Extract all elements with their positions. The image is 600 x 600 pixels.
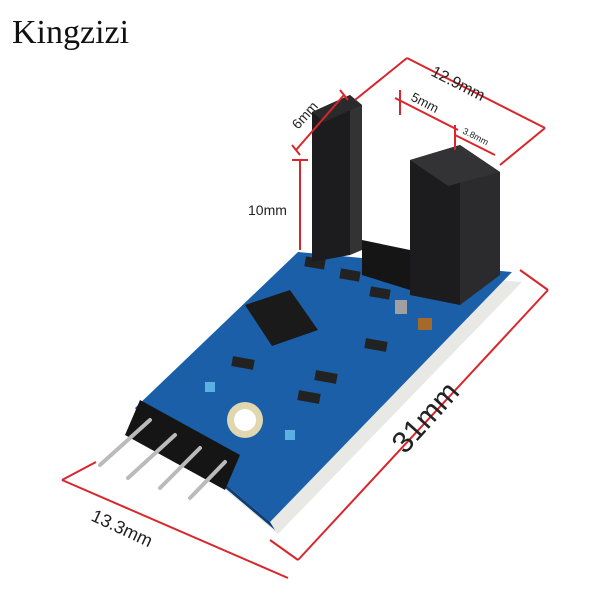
smd-components (205, 256, 432, 440)
slot-sensor (312, 95, 500, 305)
dim-block: 3.8mm (461, 126, 490, 147)
dimension-lines (61, 57, 549, 579)
dim-height: 10mm (248, 202, 287, 218)
dim-board-width: 13.3mm (88, 505, 155, 551)
dim-gap: 5mm (409, 89, 442, 115)
dim-total-width: 12.9mm (428, 63, 487, 104)
brand-watermark: Kingzizi (12, 14, 130, 51)
ic-chip (245, 290, 318, 346)
header-pins (98, 400, 240, 500)
